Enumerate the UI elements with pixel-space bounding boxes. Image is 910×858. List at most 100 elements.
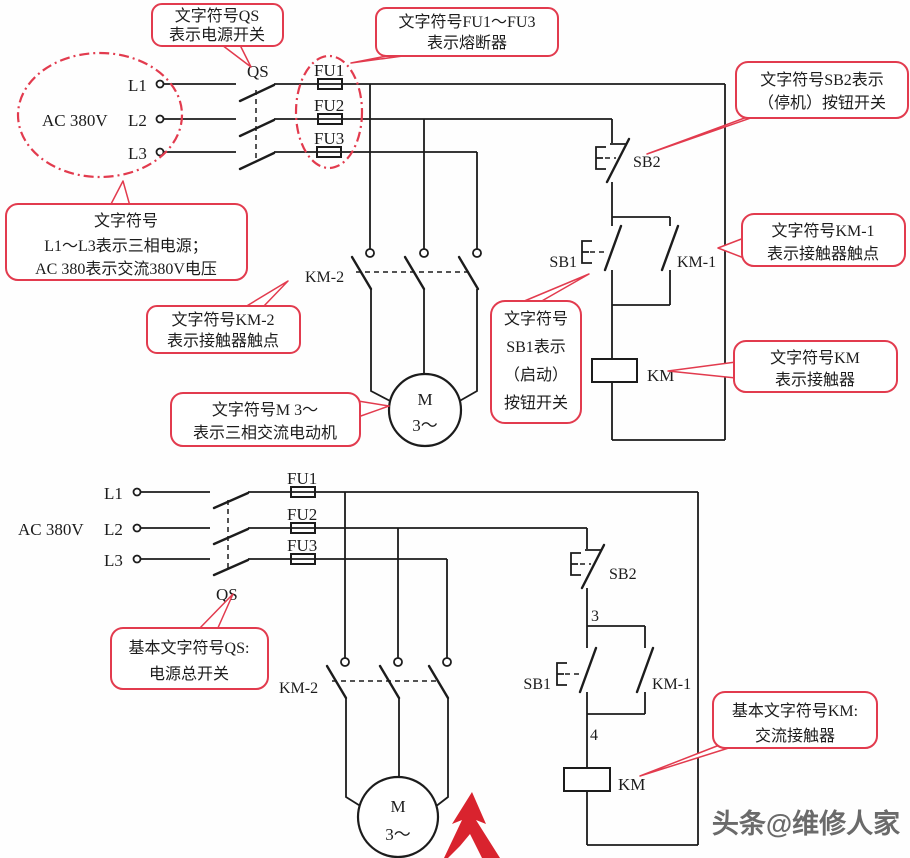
motor-top: M 3～ <box>387 372 463 448</box>
km1-blade <box>635 646 655 694</box>
source-highlight-ellipse <box>16 51 184 179</box>
sb2-blade <box>580 543 606 590</box>
km2-label: KM-2 <box>305 269 344 286</box>
motor-m-label: M <box>390 797 405 816</box>
power-source-top: L1 L2 L3 AC 380V <box>16 51 184 179</box>
callout-fu-top: 文字符号FU1～FU3 表示熔断器 <box>350 7 559 64</box>
callout-text: 表示接触器 <box>775 371 855 389</box>
callout-tail <box>639 745 736 777</box>
fu2-label: FU2 <box>287 505 317 524</box>
terminal-l2 <box>155 114 165 124</box>
km-coil-bottom: KM <box>563 767 645 794</box>
callout-text: 电源总开关 <box>149 665 229 683</box>
km1-contact-top: KM-1 <box>660 224 716 272</box>
terminal-l3 <box>132 554 142 564</box>
km2-terminal-2 <box>393 657 403 667</box>
km2-terminal-3 <box>442 657 452 667</box>
red-arrow <box>444 792 500 858</box>
sb2-label: SB2 <box>633 154 661 171</box>
fuses-top: FU1 FU2 FU3 <box>294 54 364 170</box>
top-diagram: QS L1 L2 L3 AC 380V FU1 FU2 FU3 <box>16 51 726 448</box>
sb2-actuator <box>595 146 606 170</box>
callout-box <box>110 627 269 690</box>
callout-box <box>151 3 284 47</box>
motor-m-label: M <box>417 390 432 409</box>
bottom-wires <box>141 491 699 846</box>
km-coil-label: KM <box>618 775 645 794</box>
callout-km2-top: 文字符号KM-2 表示接触器触点 <box>146 280 301 354</box>
callout-box <box>733 340 898 393</box>
callout-text: 文字符号FU1～FU3 <box>399 13 536 31</box>
callout-tail <box>521 273 590 303</box>
callout-box <box>146 305 301 354</box>
fuse-box-fu2 <box>317 113 343 125</box>
sb2-blade <box>605 137 631 184</box>
qs-label: QS <box>216 585 238 604</box>
callout-box <box>5 203 248 281</box>
callout-box <box>170 392 361 447</box>
qs-blade-1 <box>212 491 250 510</box>
callout-text: 文字符号KM-1 <box>771 222 874 240</box>
callout-sb1-top: 文字符号 SB1表示 （启动） 按钮开关 <box>490 273 590 424</box>
motor-phase-label: 3～ <box>412 416 438 435</box>
callout-km1-top: 文字符号KM-1 表示接触器触点 <box>717 213 906 267</box>
sb1-actuator <box>556 662 567 686</box>
km2-blade-1 <box>350 255 373 291</box>
callout-text: 文字符号QS <box>175 7 259 25</box>
km2-blade-3 <box>457 255 480 291</box>
fu1-label: FU1 <box>314 61 344 80</box>
callout-text: 表示三相交流电动机 <box>193 424 337 442</box>
callout-text: 交流接触器 <box>755 727 835 745</box>
motor-bottom: M 3～ <box>356 775 440 858</box>
km2-blade-3 <box>427 664 450 700</box>
qs-blade-3 <box>212 558 250 577</box>
callout-text: 文字符号SB2表示 <box>760 71 884 89</box>
terminal-l3 <box>155 147 165 157</box>
sb2-button-bottom: SB2 <box>570 543 637 590</box>
km2-contacts-bottom: KM-2 <box>279 657 452 700</box>
bottom-diagram: QS L1 L2 L3 AC 380V FU1 FU2 FU3 <box>18 469 699 858</box>
l3-label: L3 <box>104 551 123 570</box>
callout-text: 文字符号KM <box>770 349 860 367</box>
callout-km-top: 文字符号KM 表示接触器 <box>667 340 898 393</box>
callout-tail <box>717 237 745 259</box>
callout-tail <box>357 400 390 418</box>
l1-label: L1 <box>104 484 123 503</box>
sb1-blade <box>603 224 623 272</box>
km-coil-label: KM <box>647 366 674 385</box>
fuse-box-fu2 <box>290 522 316 534</box>
fu3-label: FU3 <box>287 536 317 555</box>
callout-text: SB1表示 <box>506 338 566 356</box>
km2-contacts-top: KM-2 <box>305 248 482 291</box>
callout-sb2-top: 文字符号SB2表示 （停机）按钮开关 <box>646 61 909 155</box>
callout-tail <box>667 361 737 379</box>
km1-blade <box>660 224 680 272</box>
callout-text: L1～L3表示三相电源； <box>44 237 208 255</box>
callout-box <box>375 7 559 57</box>
l2-label: L2 <box>128 111 147 130</box>
callout-text: 按钮开关 <box>504 394 568 412</box>
km-coil-box <box>563 767 611 792</box>
km2-blade-2 <box>378 664 401 700</box>
qs-switch-top: QS <box>238 62 276 171</box>
km2-terminal-3 <box>472 248 482 258</box>
sb2-label: SB2 <box>609 566 637 583</box>
terminal-l1 <box>132 487 142 497</box>
km2-blade-1 <box>325 664 348 700</box>
km1-label: KM-1 <box>677 254 716 271</box>
qs-blade-3 <box>238 151 276 171</box>
terminal-l1 <box>155 79 165 89</box>
km2-blade-2 <box>403 255 426 291</box>
top-wires <box>164 83 726 441</box>
km-coil-top: KM <box>591 358 674 385</box>
callout-text: 基本文字符号KM: <box>732 702 858 720</box>
qs-blade-2 <box>238 118 276 138</box>
sb1-button-bottom: SB1 <box>523 646 598 694</box>
node-3-label: 3 <box>591 608 599 625</box>
sb2-actuator <box>570 552 581 576</box>
sb1-actuator <box>581 240 592 264</box>
node-4-label: 4 <box>590 727 598 744</box>
fu2-label: FU2 <box>314 96 344 115</box>
